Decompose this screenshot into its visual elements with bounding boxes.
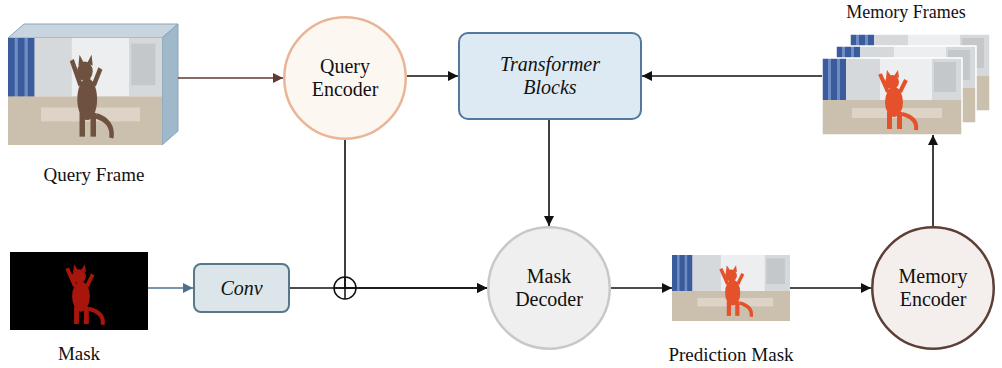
module-circle: Memory Encoder [871, 226, 995, 350]
arrow-connector [345, 140, 487, 288]
picture-node: Prediction Mask [660, 253, 802, 366]
picture-node: Memory Frames [816, 0, 996, 137]
node-label: Memory Encoder [885, 265, 981, 311]
arrow-connector [642, 75, 822, 77]
picture-area [8, 24, 178, 145]
caption: Query Frame [3, 164, 185, 186]
memory-frames-picture [822, 34, 990, 135]
arrow-connector [932, 135, 934, 226]
prediction-picture [672, 255, 790, 321]
caption: Prediction Mask [658, 344, 804, 366]
process-box: Conv [193, 263, 290, 313]
arrow-connector [178, 77, 283, 79]
process-box: Transformer Blocks [458, 32, 642, 120]
query-frame-picture-part [8, 24, 178, 38]
circle-shape [872, 227, 994, 349]
caption: Mask [3, 343, 155, 365]
arrow-connector [790, 287, 871, 289]
circle-shape [284, 17, 406, 139]
query-frame-picture-part [162, 24, 178, 145]
memory-frames-picture-part [822, 58, 962, 135]
prediction-picture-part [672, 255, 790, 321]
memory-frames-picture-part [880, 70, 916, 130]
query-frame-picture [8, 24, 178, 145]
picture-node: Query Frame [5, 22, 183, 190]
mask-picture-part [67, 264, 103, 325]
picture-area [10, 252, 148, 330]
mask-picture [10, 252, 148, 330]
picture-node: Mask [5, 250, 153, 366]
arrow-connector [611, 287, 672, 289]
node-label: Query Encoder [297, 55, 393, 101]
picture-area [672, 255, 790, 321]
caption: Memory Frames [814, 2, 998, 23]
query-frame-picture-part [8, 38, 162, 145]
node-label: Conv [220, 277, 262, 300]
memory-frames-picture-part [822, 58, 962, 135]
module-circle: Query Encoder [283, 16, 407, 140]
prediction-picture-part [721, 265, 752, 316]
picture-area [822, 34, 990, 135]
arrow-connector [290, 287, 487, 289]
arrow-connector [407, 75, 458, 77]
circle-shape [488, 227, 610, 349]
mask-picture-part [10, 252, 148, 330]
query-frame-picture-part [72, 55, 112, 138]
arrow-connector [548, 120, 550, 226]
node-label: Mask Decoder [501, 265, 597, 311]
arrow-connector [148, 287, 193, 289]
module-circle: Mask Decoder [487, 226, 611, 350]
node-label: Transformer Blocks [480, 53, 620, 99]
